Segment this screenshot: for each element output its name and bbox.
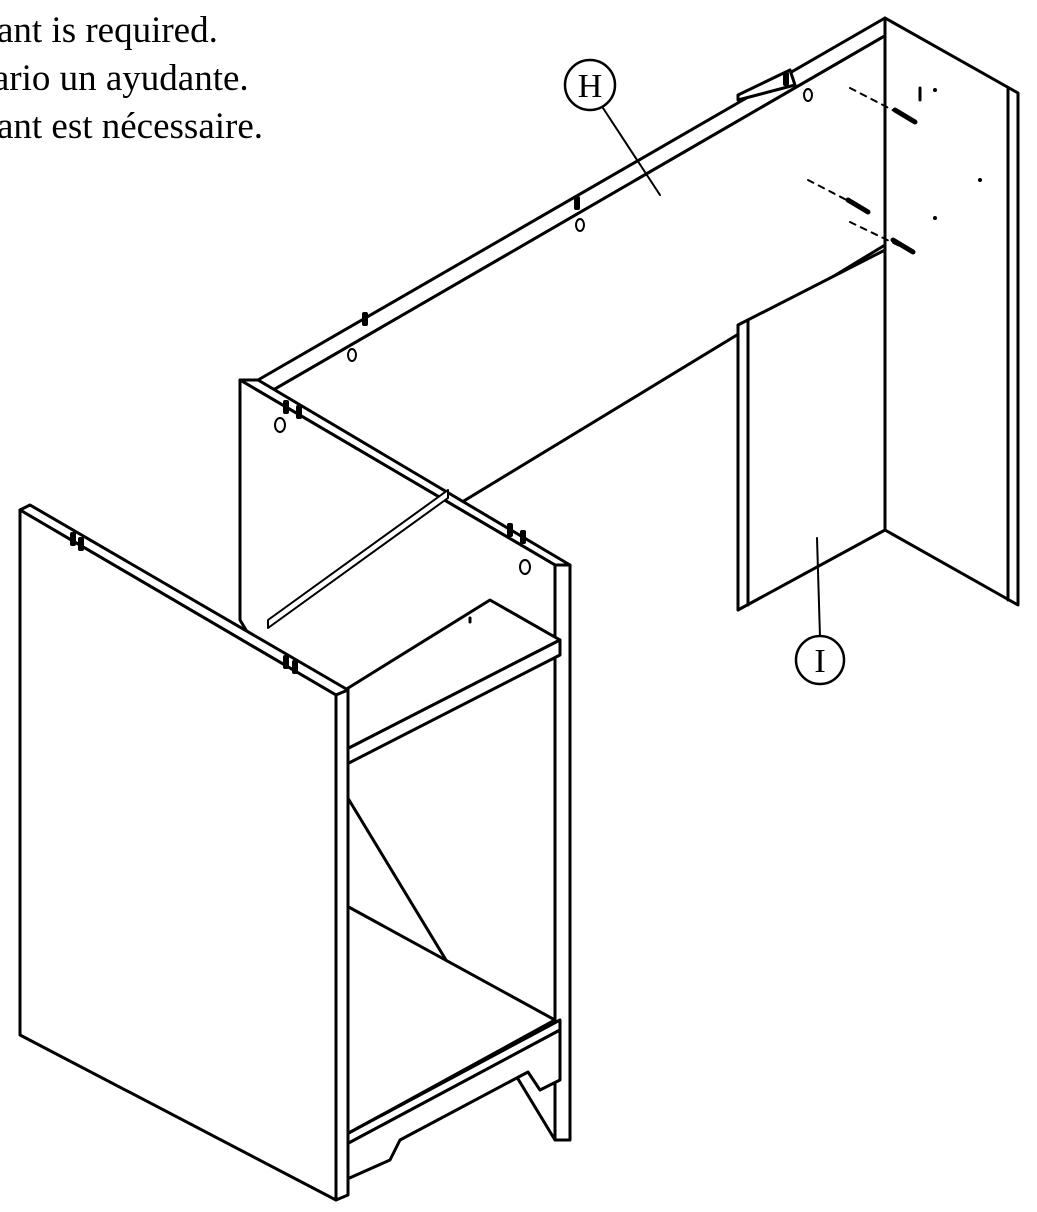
part-h-label: H [578, 68, 603, 105]
cabinet-front-side-panel [18, 503, 350, 1202]
right-panel-i [736, 16, 1020, 612]
instruction-english: istant is required. [0, 10, 218, 51]
callout-i: I [794, 537, 846, 686]
part-i-label: I [814, 643, 825, 680]
cabinet-shelf [343, 598, 562, 767]
callout-h: H [563, 58, 661, 196]
cabinet-inner-side-panel [238, 378, 572, 1142]
cam-holes [274, 88, 813, 575]
instruction-spanish: esario un ayudante. [0, 58, 249, 99]
dowel-markers [70, 72, 789, 674]
panel-dots [933, 88, 982, 220]
screws [807, 87, 918, 255]
instruction-french: istant est nécessaire. [0, 106, 264, 147]
cabinet-bottom [343, 903, 562, 1182]
